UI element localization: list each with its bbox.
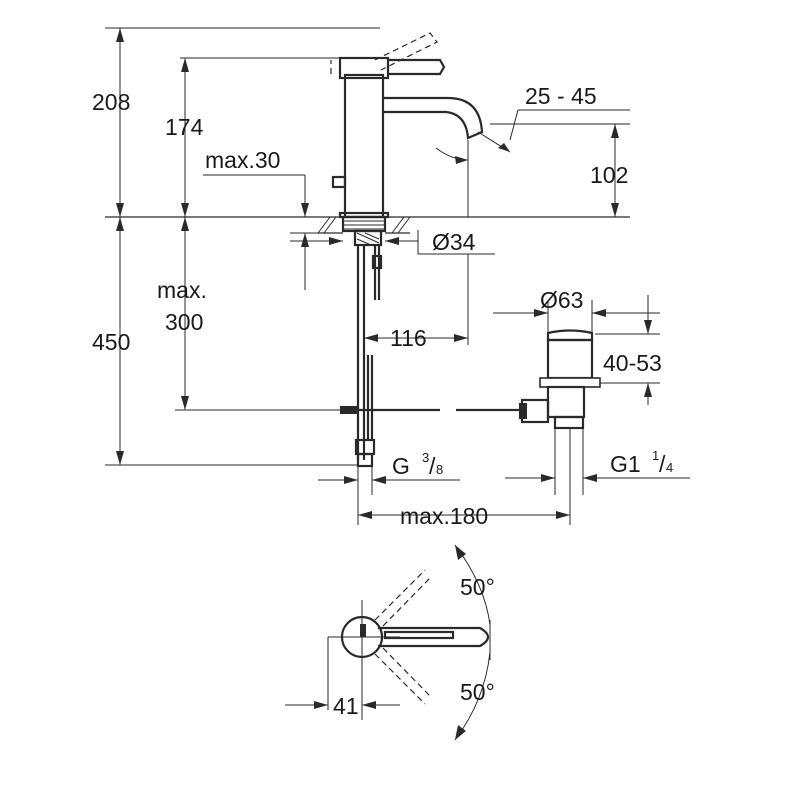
dim-spout-clearance: 102 [490, 123, 630, 217]
dim-waste-height-label: 40-53 [603, 350, 662, 376]
swivel-angle-bottom-label: 50° [460, 679, 495, 705]
dim-waste-height: 40-53 [595, 295, 662, 405]
dim-spout-height: 174 [165, 57, 340, 217]
dim-below-deck-total: 450 [92, 217, 358, 466]
dim-waste-thread-den: 4 [666, 460, 673, 475]
dim-total-height: 208 [92, 27, 380, 217]
dim-below-deck-max-label: max. [157, 277, 207, 303]
under-deck-mounting [317, 215, 522, 468]
dim-supply-thread-den: 8 [436, 462, 443, 477]
dim-spout-reach: 116 [364, 254, 469, 351]
dim-deck-thickness-label: max.30 [205, 147, 280, 173]
dim-total-height-label: 208 [92, 89, 130, 115]
dim-below-deck-value-label: 300 [165, 309, 203, 335]
handle-offset-label: 41 [333, 693, 359, 719]
dim-max-reach-label: max.180 [400, 503, 488, 529]
dim-max-reach: max.180 [358, 428, 571, 529]
dim-below-deck-max: max. 300 [157, 217, 340, 411]
dim-waste-thread: G1 1 / 4 [505, 428, 690, 495]
waste-valve [519, 329, 601, 430]
dim-spout-height-label: 174 [165, 114, 204, 140]
dim-supply-thread-main: G [392, 453, 410, 479]
dim-spout-angle: 25 - 45 [435, 83, 630, 217]
dim-waste-thread-num: 1 [652, 448, 659, 463]
swivel-angle-top-label: 50° [460, 574, 495, 600]
dim-waste-thread-main: G1 [610, 451, 641, 477]
dim-waste-diameter-label: Ø63 [540, 287, 583, 313]
dim-below-deck-total-label: 450 [92, 329, 130, 355]
dim-spout-angle-label: 25 - 45 [525, 83, 597, 109]
svg-text:/: / [659, 451, 666, 477]
dim-deck-thickness: max.30 [203, 147, 318, 290]
dim-spout-clearance-label: 102 [590, 162, 628, 188]
top-view: 50° 50° 41 [285, 544, 495, 741]
dim-hole-diameter-label: Ø34 [432, 229, 476, 255]
faucet-body [330, 32, 484, 219]
dim-supply-thread-num: 3 [422, 450, 429, 465]
dim-spout-reach-label: 116 [390, 325, 427, 351]
svg-text:/: / [429, 453, 436, 479]
dim-hole-diameter: Ø34 [290, 229, 495, 255]
dim-waste-diameter: Ø63 [493, 287, 660, 333]
dim-supply-thread: G 3 / 8 [318, 450, 460, 525]
side-elevation: 208 174 max.30 25 [92, 27, 690, 529]
